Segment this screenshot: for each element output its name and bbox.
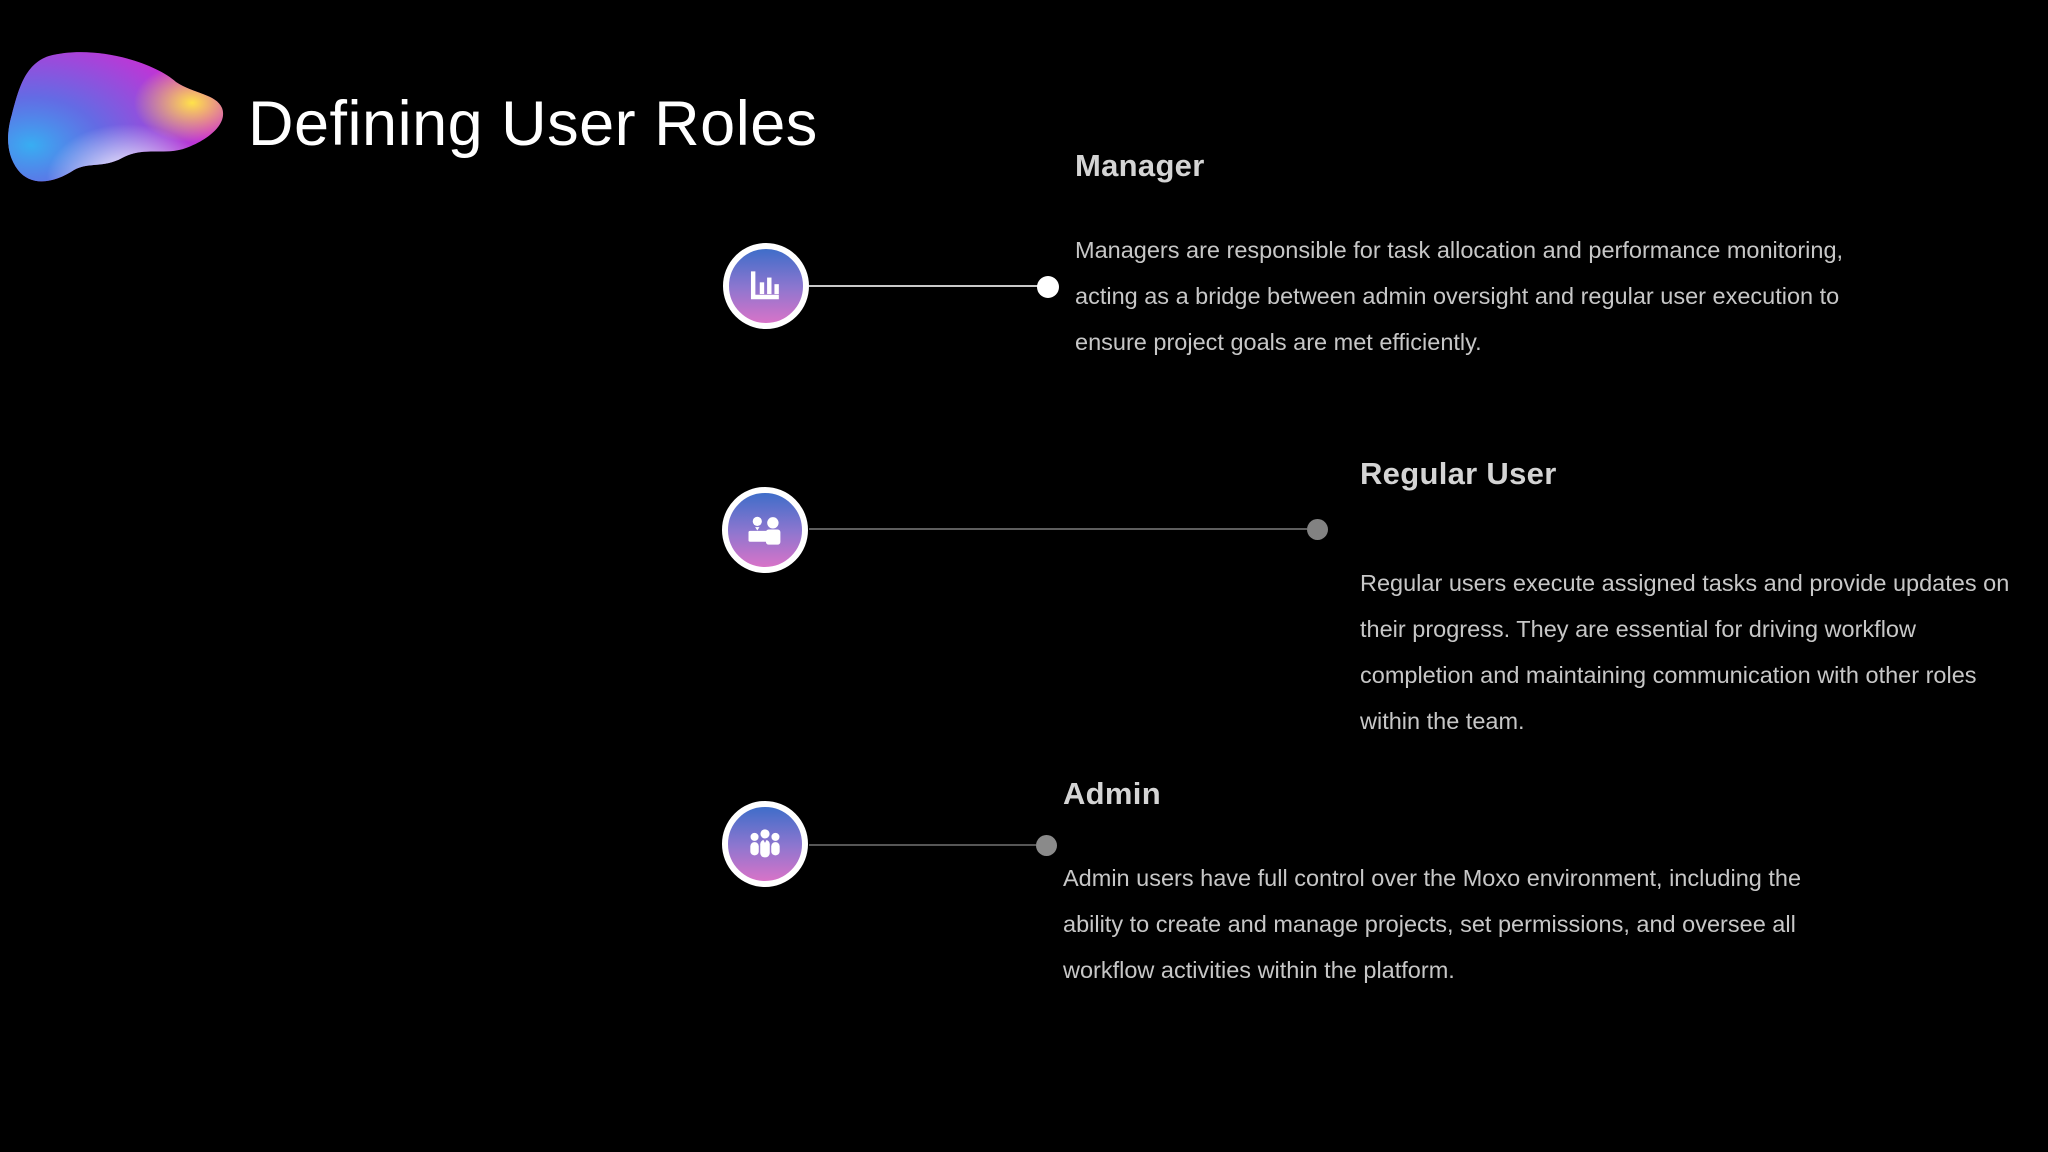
manager-role-description: Managers are responsible for task alloca…: [1075, 237, 1844, 355]
team-group-icon: [750, 829, 780, 858]
manager-role-title: Manager: [1075, 148, 1205, 183]
admin-icon-badge: [722, 801, 808, 887]
regular-user-connector-dot: [1307, 519, 1328, 540]
admin-role-title: Admin: [1063, 776, 1161, 811]
regular-user-icon-badge: [722, 487, 808, 573]
admin-connector-dot: [1036, 835, 1057, 856]
gradient-blob-logo-icon: [8, 52, 224, 182]
manager-icon-badge: [723, 243, 809, 329]
admin-connector-line: [809, 844, 1036, 846]
regular-user-connector-line: [809, 528, 1307, 530]
bar-chart-icon: [750, 271, 779, 300]
manager-connector-dot: [1037, 276, 1059, 298]
manager-connector-line: [809, 285, 1038, 287]
regular-user-role-description: Regular users execute assigned tasks and…: [1360, 570, 2010, 734]
page-title: Defining User Roles: [248, 89, 818, 159]
admin-role-description: Admin users have full control over the M…: [1063, 865, 1802, 983]
regular-user-role-title: Regular User: [1360, 456, 1557, 491]
coworkers-desk-icon: [748, 516, 781, 545]
